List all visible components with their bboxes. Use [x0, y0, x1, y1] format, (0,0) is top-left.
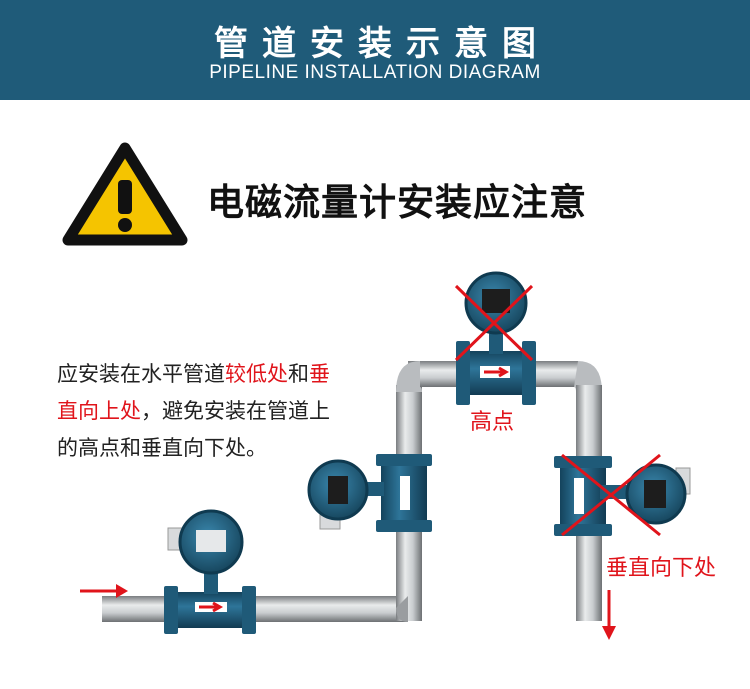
cross-mark-icon: [561, 453, 661, 537]
installation-note: 应安装在水平管道较低处和垂 直向上处，避免安装在管道上 的高点和垂直向下处。: [57, 356, 387, 467]
cross-mark-icon: [454, 284, 534, 362]
page-heading: 电磁流量计安装应注意: [207, 181, 587, 224]
header-banner: 管道安装示意图 PIPELINE INSTALLATION DIAGRAM: [0, 0, 750, 100]
warning-triangle-icon: [62, 142, 188, 246]
flowmeter-right-vertical-down: [554, 456, 691, 536]
header-title-en: PIPELINE INSTALLATION DIAGRAM: [209, 62, 541, 83]
high-point-label: 高点: [470, 410, 515, 435]
flowmeter-middle: [307, 454, 432, 532]
note-highlight: 直向上处: [57, 399, 141, 423]
flowmeter-bottom: [164, 509, 256, 634]
note-highlight: 较低处: [225, 362, 288, 386]
flowmeter-top-high-point: [456, 271, 536, 405]
arrow-right-icon: [80, 584, 128, 598]
note-highlight: 垂: [309, 362, 330, 386]
arrow-down-icon: [602, 590, 616, 640]
vertical-down-label: 垂直向下处: [606, 556, 717, 581]
note-text: 应安装在水平管道: [57, 362, 225, 386]
note-text: 和: [288, 362, 309, 386]
header-title-cn: 管道安装示意图: [214, 24, 550, 64]
note-text: 的高点和垂直向下处。: [57, 436, 267, 460]
note-text: ，避免安装在管道上: [141, 399, 330, 423]
